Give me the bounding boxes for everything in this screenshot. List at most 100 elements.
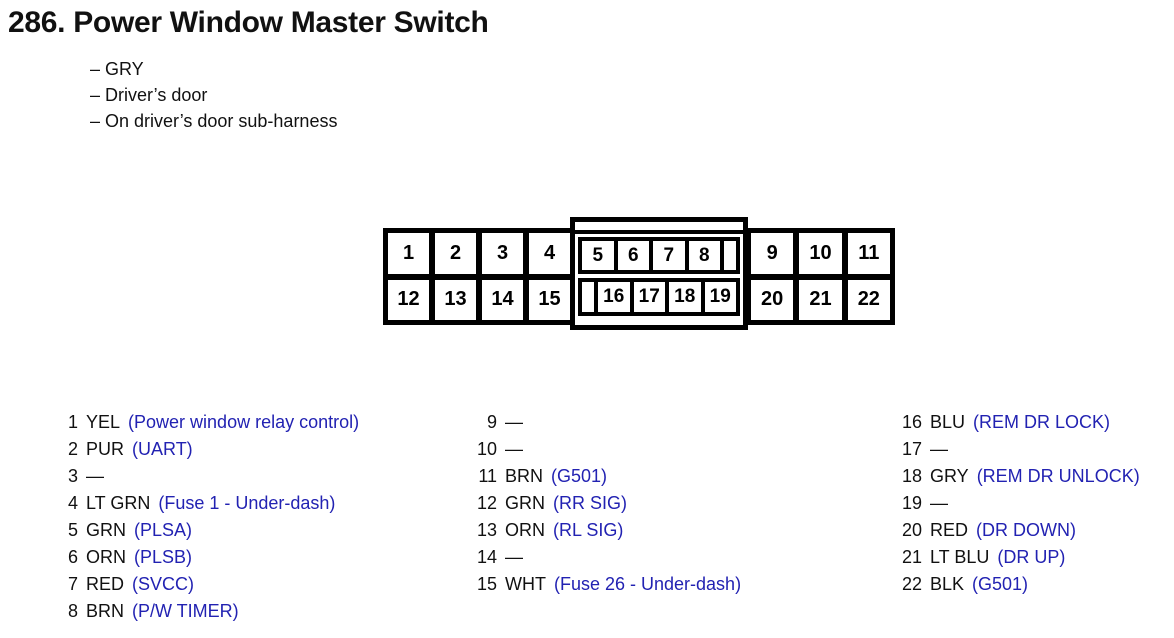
wire-color: ORN [86,547,126,567]
connector-middle-block: 5 6 7 8 16 17 18 19 [570,217,748,330]
pin-row-20: 20 RED (DR DOWN) [892,517,1140,544]
pin-number: 11 [478,466,497,486]
pin-number: 3 [67,466,78,486]
pin-function: (Fuse 1 - Under-dash) [158,493,336,513]
pin-row-3: 3— [52,463,359,490]
pin-row-5: 5 GRN (PLSA) [52,517,359,544]
wire-color: — [505,439,523,459]
pin-number: 5 [67,520,78,540]
connector-right-block: 9 10 11 20 21 22 [746,228,895,325]
wire-color: GRN [505,493,545,513]
pin-number: 10 [476,439,497,459]
wire-color: LT GRN [86,493,151,513]
connector-left-block: 1 2 3 4 12 13 14 15 [383,228,575,325]
pin-function: (P/W TIMER) [132,601,239,621]
pin-row-7: 7 RED (SVCC) [52,571,359,598]
pin-cell-11: 11 [847,233,890,274]
pin-row-6: 6 ORN (PLSB) [52,544,359,571]
pin-row-1: 1 YEL (Power window relay control) [52,409,359,436]
pin-cell-2: 2 [435,233,476,274]
pin-cell-19: 19 [704,282,736,312]
pin-number: 19 [901,493,922,513]
pin-row-22: 22 BLK (G501) [892,571,1140,598]
pin-function: (SVCC) [132,574,195,594]
pin-row-17: 17— [892,436,1140,463]
pin-cell-9: 9 [751,233,794,274]
pin-cell-blank-top [724,241,736,270]
pin-number: 4 [67,493,78,513]
pin-number: 8 [67,601,78,621]
pin-row-14: 14— [471,544,741,571]
pin-function: (Power window relay control) [128,412,360,432]
pin-cell-18: 18 [669,282,701,312]
pin-cell-13: 13 [435,279,476,320]
wire-color: GRY [930,466,969,486]
wire-color: RED [86,574,125,594]
pin-number: 1 [67,412,78,432]
wire-color: WHT [505,574,546,594]
pin-function: (PLSA) [134,520,193,540]
wire-color: ORN [505,520,545,540]
wire-color: YEL [86,412,121,432]
pin-cell-5: 5 [582,241,614,270]
header-notes: – GRY – Driver’s door – On driver’s door… [90,56,337,134]
wire-color: — [86,466,104,486]
pin-row-21: 21 LT BLU (DR UP) [892,544,1140,571]
wire-color: RED [930,520,969,540]
pin-function: (DR UP) [997,547,1066,567]
pin-number: 16 [901,412,922,432]
pin-row-9: 9— [471,409,741,436]
wire-color: LT BLU [930,547,990,567]
connector-key-strip [575,222,743,234]
wire-color: BLK [930,574,965,594]
note-connector-color: – GRY [90,59,144,79]
pin-function: (PLSB) [134,547,193,567]
wire-color: GRN [86,520,126,540]
connector-middle-bottom-row: 16 17 18 19 [578,278,740,316]
wire-color: — [505,547,523,567]
pin-row-16: 16 BLU (REM DR LOCK) [892,409,1140,436]
pin-cell-3: 3 [482,233,523,274]
pin-number: 22 [901,574,922,594]
pin-function: (G501) [972,574,1029,594]
pin-cell-20: 20 [751,279,794,320]
note-harness: – On driver’s door sub-harness [90,111,338,131]
pin-row-8: 8 BRN (P/W TIMER) [52,598,359,625]
wire-color: BRN [505,466,544,486]
pin-function: (DR DOWN) [976,520,1076,540]
pin-cell-15: 15 [529,279,570,320]
pin-number: 21 [901,547,922,567]
pin-number: 20 [901,520,922,540]
connector-middle-top-row: 5 6 7 8 [578,237,740,274]
pin-number: 18 [901,466,922,486]
pin-cell-16: 16 [598,282,630,312]
pin-number: 2 [67,439,78,459]
pin-number: 13 [476,520,497,540]
pin-cell-6: 6 [617,241,649,270]
pin-row-18: 18 GRY (REM DR UNLOCK) [892,463,1140,490]
pin-cell-17: 17 [633,282,665,312]
pin-cell-8: 8 [688,241,720,270]
pin-cell-21: 21 [799,279,842,320]
pin-number: 6 [67,547,78,567]
wire-color: — [930,493,948,513]
pin-function: (REM DR LOCK) [973,412,1111,432]
pin-function: (REM DR UNLOCK) [976,466,1140,486]
wire-color: BLU [930,412,966,432]
pin-cell-4: 4 [529,233,570,274]
pin-number: 12 [476,493,497,513]
pin-function: (G501) [551,466,608,486]
wire-color: — [930,439,948,459]
pin-function: (UART) [132,439,193,459]
wire-color: BRN [86,601,125,621]
pin-number: 7 [67,574,78,594]
pin-number: 15 [476,574,497,594]
pin-row-4: 4 LT GRN (Fuse 1 - Under-dash) [52,490,359,517]
pin-cell-12: 12 [388,279,429,320]
